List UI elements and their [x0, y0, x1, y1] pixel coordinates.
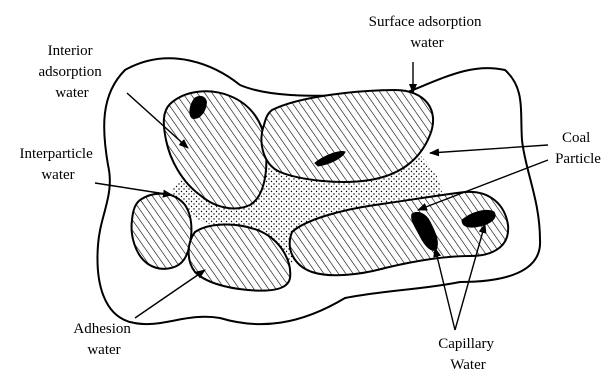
- label-adhesion: Adhesion water: [73, 321, 134, 358]
- label-capillary: Capillary Water: [438, 336, 498, 370]
- arrow-capillary-left: [435, 248, 455, 330]
- label-interior-adsorption: Interior adsorption water: [38, 43, 105, 101]
- coal-particle-left-small: [132, 194, 192, 269]
- label-surface-adsorption: Surface adsorption water: [369, 14, 486, 51]
- arrow-coal-particle-upper: [430, 145, 548, 153]
- label-interparticle: Interparticle water: [19, 146, 96, 183]
- arrow-adhesion: [135, 270, 205, 318]
- label-coal-particle: Coal Particle: [555, 130, 601, 167]
- arrow-interparticle: [95, 183, 172, 195]
